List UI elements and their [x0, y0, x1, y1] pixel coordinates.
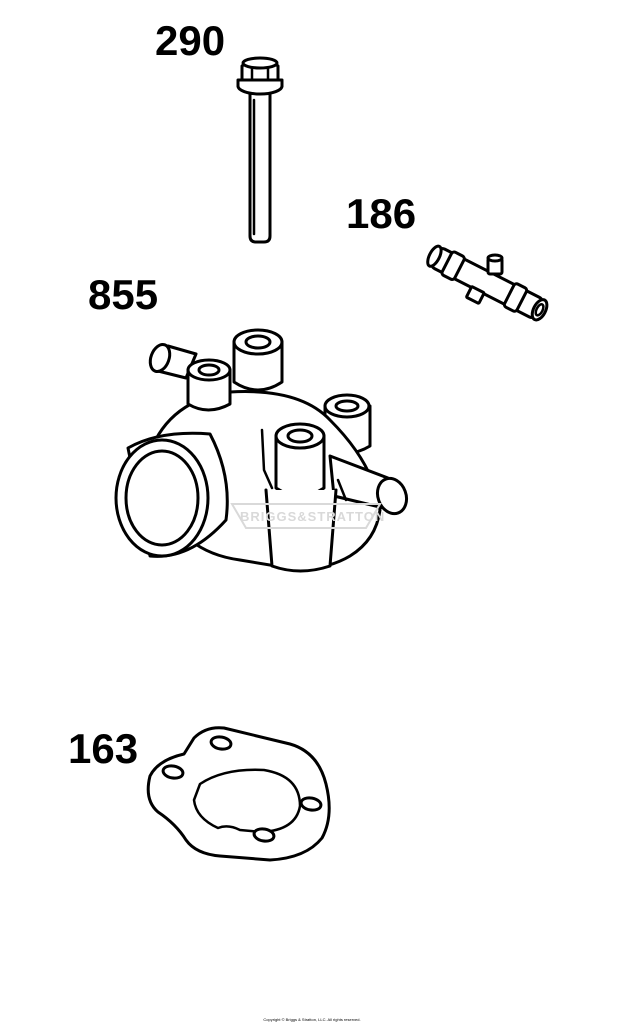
- part-number-855: 855: [88, 271, 159, 318]
- part-number-290: 290: [155, 17, 226, 64]
- watermark-logo: BRIGGS&STRATTON: [230, 503, 385, 529]
- part-number-163: 163: [68, 725, 139, 772]
- copyright-text: Copyright © Briggs & Stratton, LLC. All …: [263, 1017, 361, 1022]
- watermark-text: BRIGGS&STRATTON: [240, 509, 385, 524]
- part-number-186: 186: [346, 190, 417, 237]
